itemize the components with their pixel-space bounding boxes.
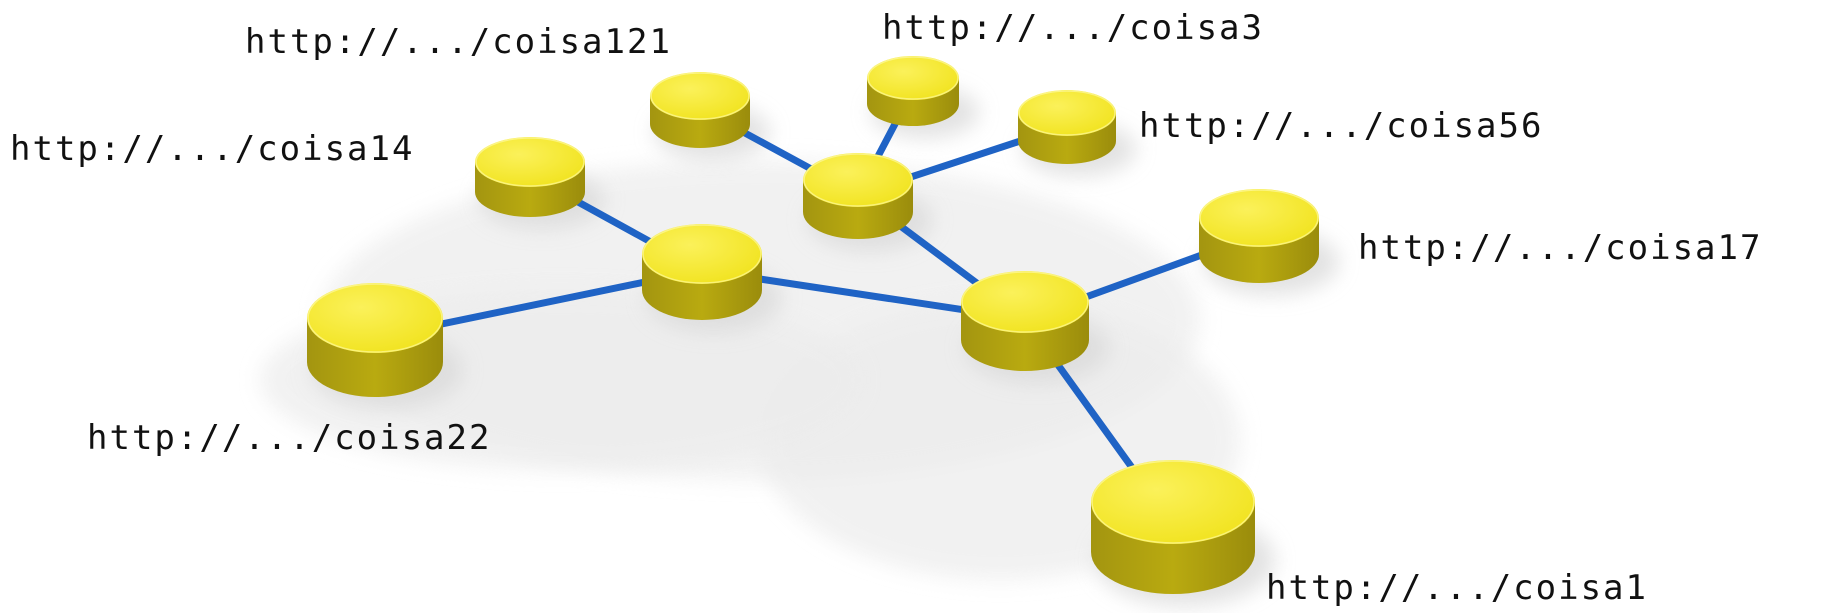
node-coisa22: [307, 283, 443, 397]
node-top: [1018, 90, 1116, 136]
label-coisa14: http://.../coisa14: [10, 129, 415, 169]
node-coisa14: [475, 137, 585, 217]
label-coisa1: http://.../coisa1: [1266, 568, 1648, 608]
node-top: [475, 137, 585, 187]
node-rim: [650, 72, 750, 120]
label-coisa22: http://.../coisa22: [87, 418, 492, 458]
label-coisa17: http://.../coisa17: [1358, 228, 1763, 268]
node-coisa121: [650, 72, 750, 148]
node-center: [961, 271, 1089, 371]
node-rim: [475, 137, 585, 187]
node-rim: [1091, 460, 1255, 544]
node-top: [803, 153, 913, 207]
node-rim: [1018, 90, 1116, 136]
node-coisa17: [1199, 189, 1319, 283]
node-left-hub: [642, 224, 762, 320]
node-rim: [1199, 189, 1319, 247]
node-rim: [867, 56, 959, 100]
node-top: [650, 72, 750, 120]
node-rim: [803, 153, 913, 207]
label-coisa56: http://.../coisa56: [1139, 106, 1544, 146]
node-top-hub: [803, 153, 913, 239]
node-rim: [307, 283, 443, 353]
node-top: [642, 224, 762, 284]
nodes: [307, 56, 1319, 594]
node-rim: [642, 224, 762, 284]
node-coisa3: [867, 56, 959, 126]
label-coisa3: http://.../coisa3: [882, 8, 1264, 48]
node-top: [1199, 189, 1319, 247]
node-coisa56: [1018, 90, 1116, 164]
node-rim: [961, 271, 1089, 333]
node-top: [307, 283, 443, 353]
node-top: [867, 56, 959, 100]
label-coisa121: http://.../coisa121: [245, 22, 672, 62]
node-coisa1: [1091, 460, 1255, 594]
node-top: [961, 271, 1089, 333]
node-top: [1091, 460, 1255, 544]
